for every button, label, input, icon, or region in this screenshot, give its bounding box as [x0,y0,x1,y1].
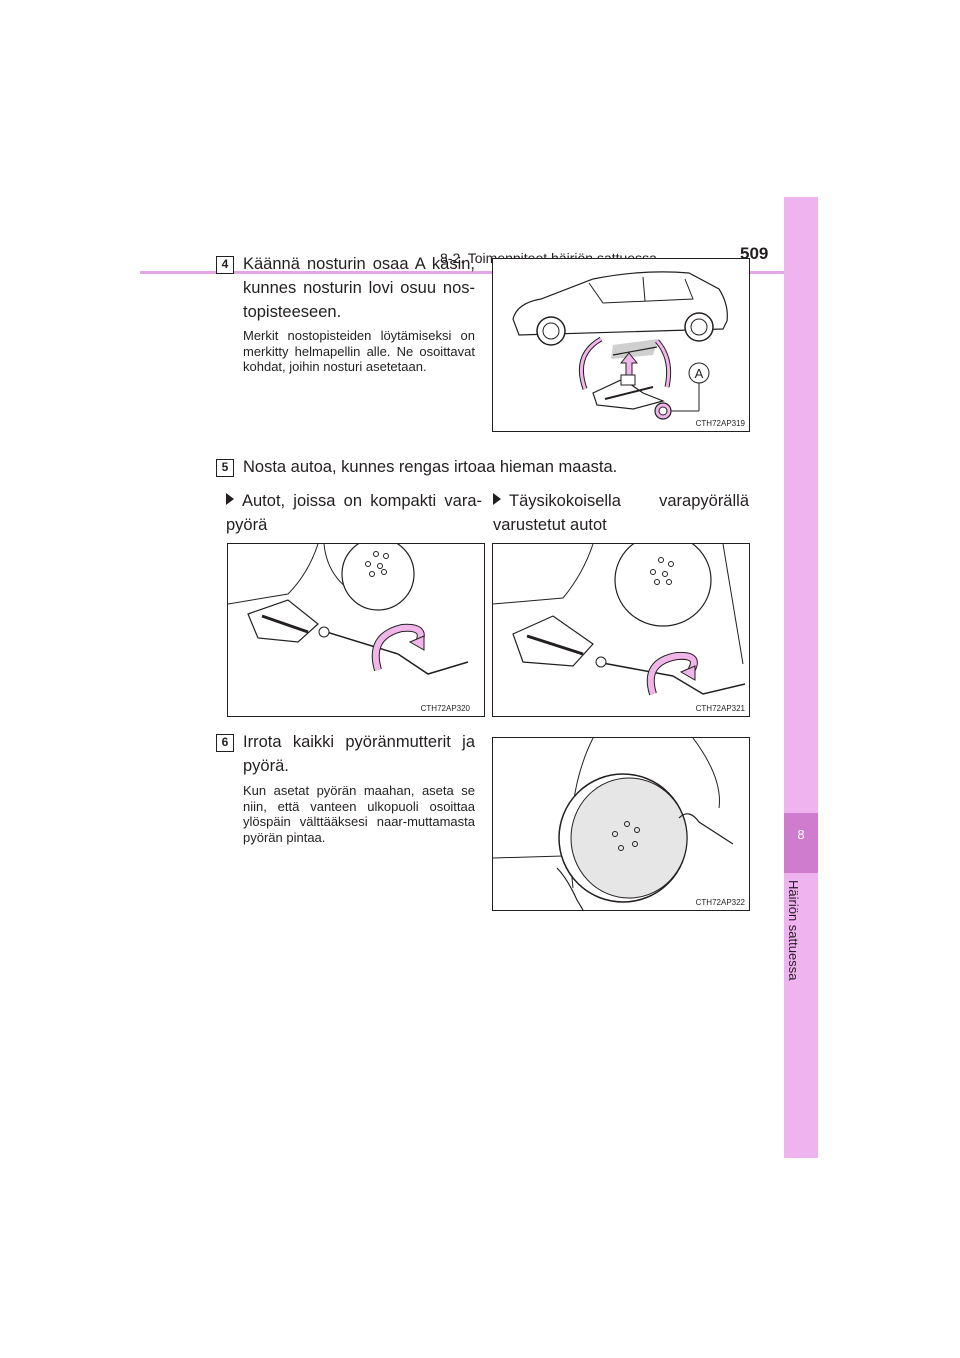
step-5-text: Nosta autoa, kunnes rengas irtoaa hieman… [243,458,618,476]
jack-lifting-full-illustration [493,544,746,696]
chapter-number-block [784,813,818,873]
figure-jack-compact: CTH72AP320 [227,543,485,717]
remove-wheel-illustration [493,738,734,910]
bullet-full-spare: Täysikokoisella varapyörällä varustetut … [493,489,749,537]
step-6-note: Kun asetat pyörän maahan, aseta se niin,… [243,783,475,845]
step-number-6: 6 [216,734,234,752]
step-4-text: Käännä nosturin osaa A käsin, kunnes nos… [243,255,475,321]
figure-code-320: CTH72AP320 [420,704,470,713]
jack-lifting-compact-illustration [228,544,469,675]
step-6-text: Irrota kaikki pyöränmutterit ja pyörä. [243,733,475,775]
figure-jack-placement: A CTH72AP319 [492,258,750,432]
label-a: A [695,366,704,381]
step-4-note: Merkit nostopisteiden löytämiseksi on me… [243,328,475,374]
step-number-4: 4 [216,256,234,274]
header-rule [140,271,817,274]
figure-code-322: CTH72AP322 [695,898,745,907]
chapter-title-vertical: Häiriön sattuessa [786,880,811,1000]
bullet-full-spare-text: Täysikokoisella varapyörällä varustetut … [493,492,749,534]
figure-code-319: CTH72AP319 [695,419,745,428]
triangle-bullet-icon [493,493,501,505]
chapter-title: Häiriön sattuessa [786,880,801,981]
bullet-compact-spare: Autot, joissa on kompakti vara-pyörä [226,489,482,537]
step-number-5: 5 [216,459,234,477]
car-jack-illustration: A [512,271,728,420]
triangle-bullet-icon [226,493,234,505]
bullet-compact-spare-text: Autot, joissa on kompakti vara-pyörä [226,492,482,534]
chapter-number: 8 [797,827,805,842]
figure-remove-wheel: CTH72AP322 [492,737,750,911]
figure-jack-full: CTH72AP321 [492,543,750,717]
figure-code-321: CTH72AP321 [695,704,745,713]
chapter-side-tab [784,197,818,1158]
